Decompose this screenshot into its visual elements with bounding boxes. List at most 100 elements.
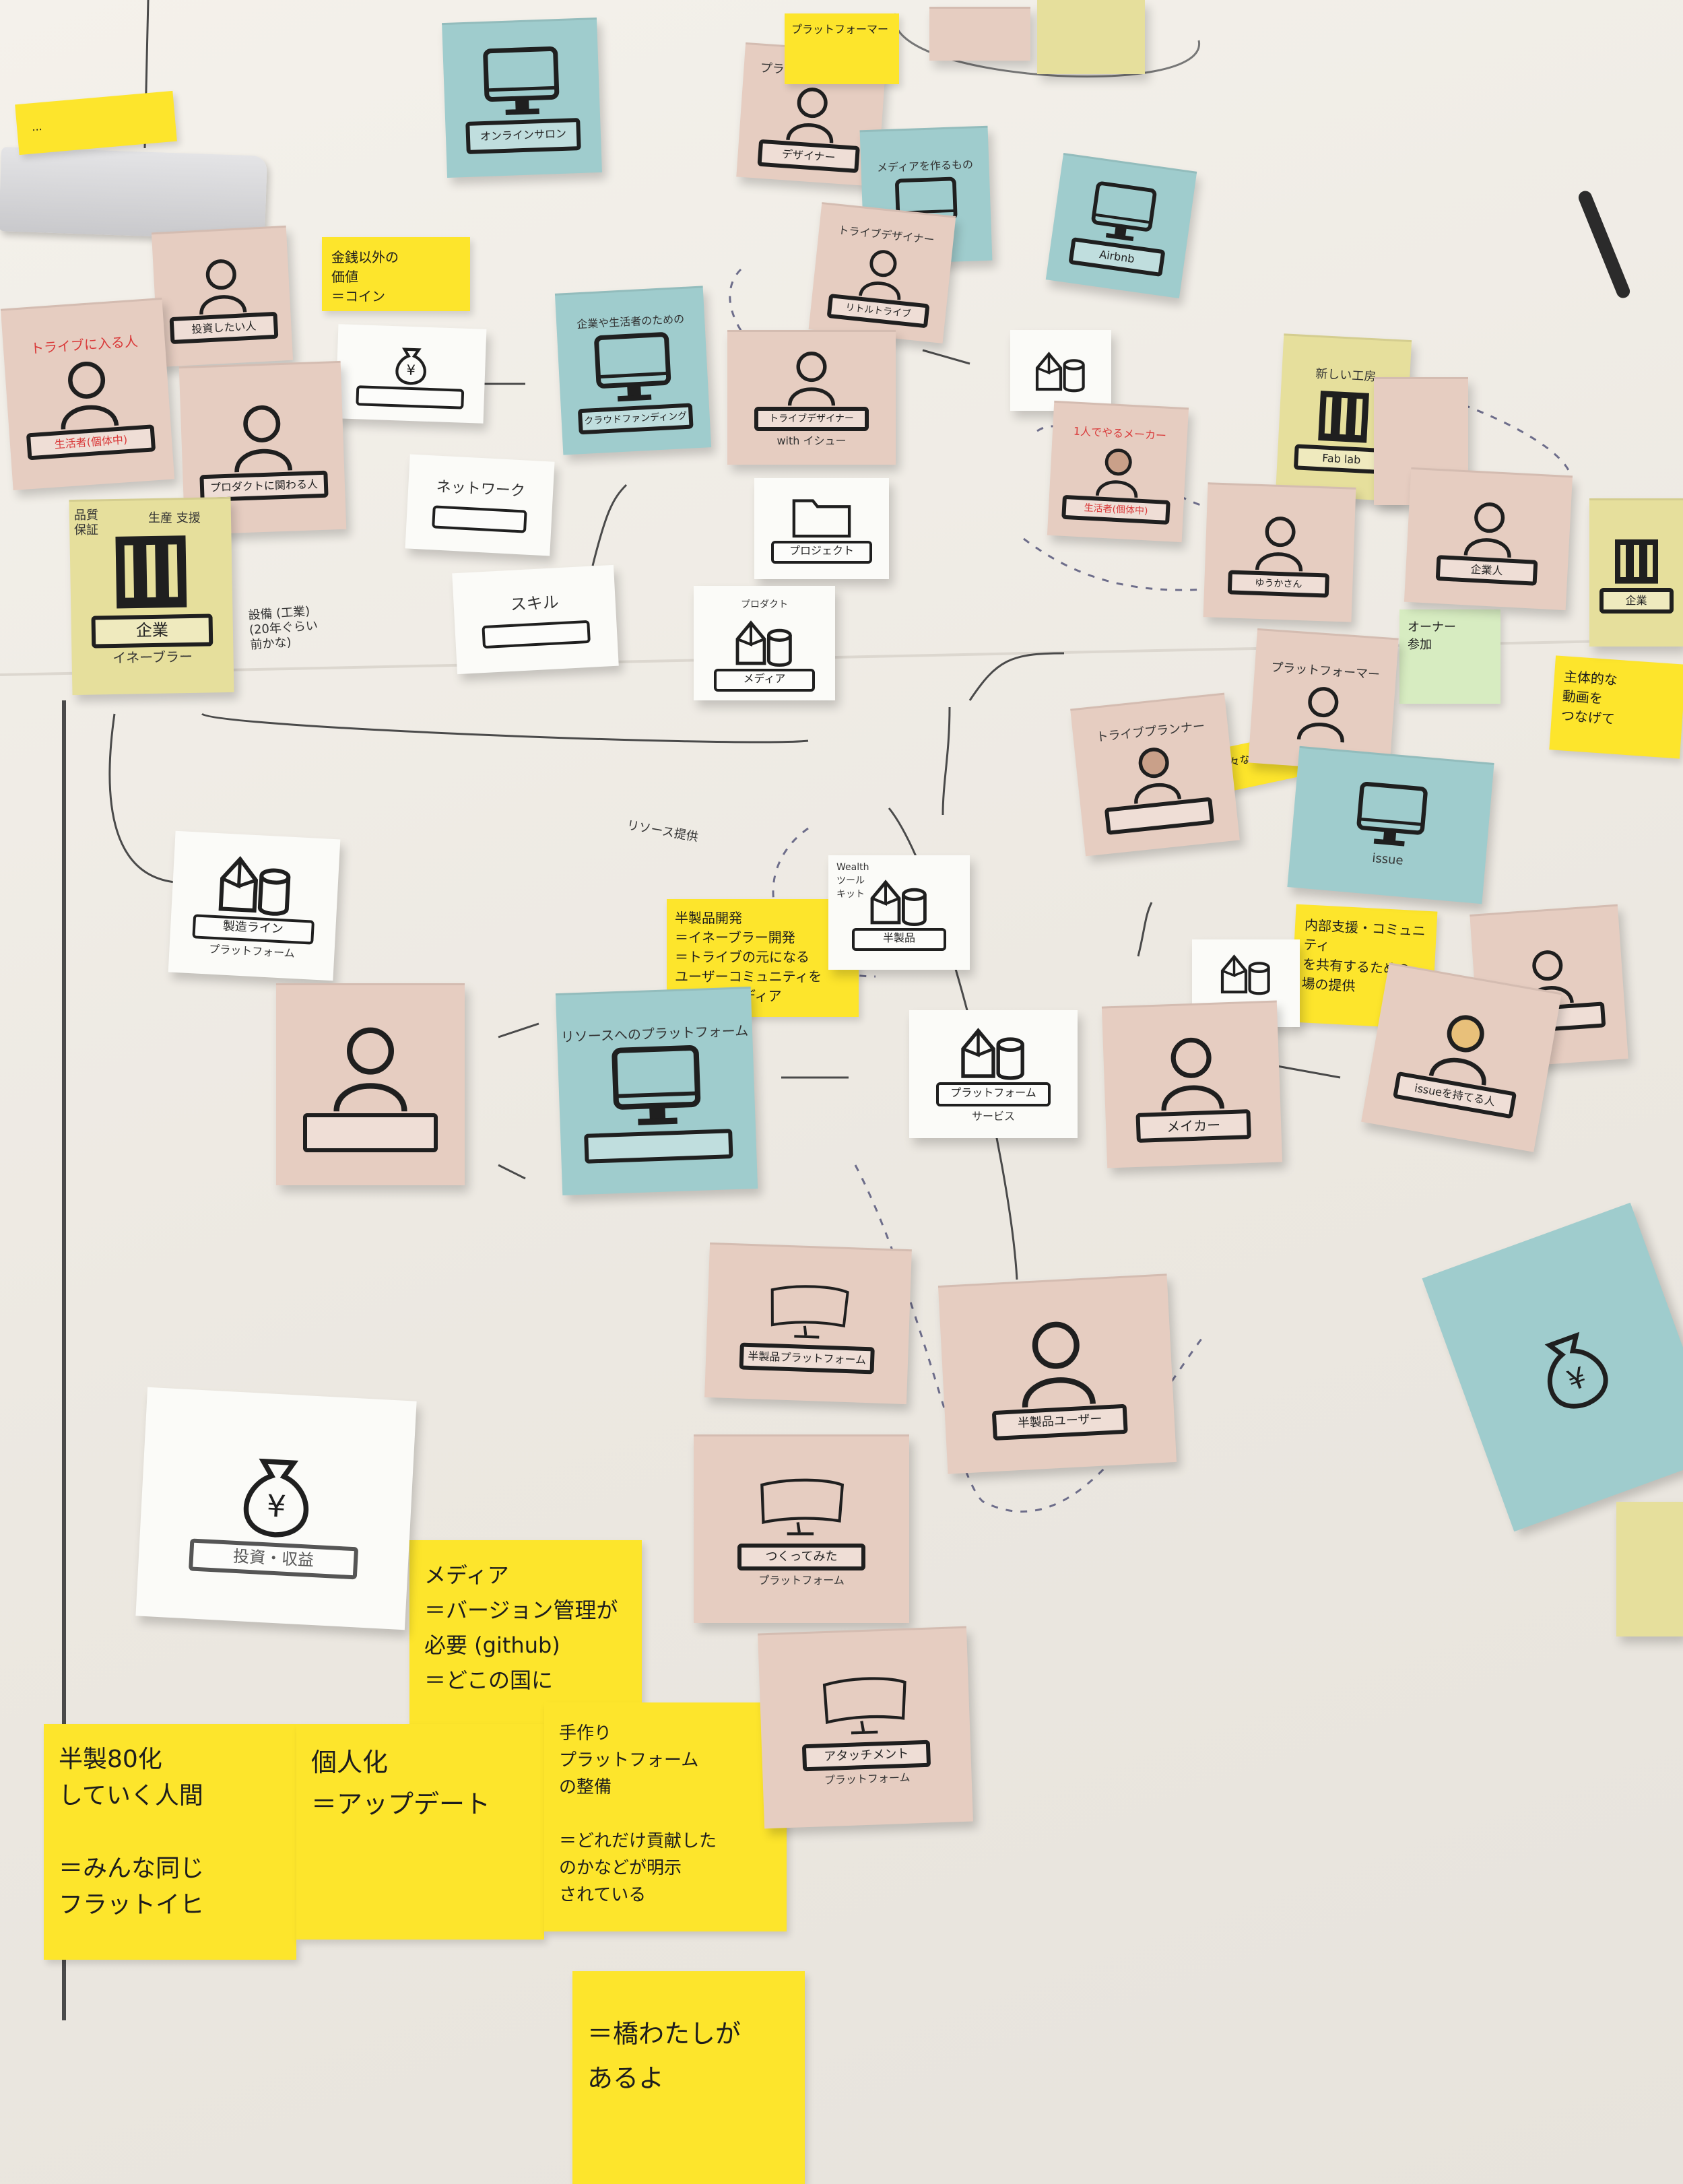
card-label: メディア (714, 669, 815, 692)
sticky-personalize: 個人化 ＝アップデート (296, 1724, 544, 1940)
products-icon (961, 1028, 1024, 1080)
card-maker: メイカー (1101, 1000, 1283, 1168)
mid-arrow (201, 713, 809, 743)
card-label (356, 385, 465, 409)
products-icon (735, 620, 792, 667)
card-label: issue (1371, 851, 1404, 868)
person-icon (786, 87, 834, 143)
sticky-halfmade80: 半製80化 していく人間 ＝みんな同じ フラットイヒ (44, 1724, 296, 1960)
dashed-loop-3 (1023, 537, 1280, 591)
sticky-right-edge: 主体的な 動画を つなげて (1549, 655, 1683, 759)
card-label: プロジェクト (771, 541, 872, 564)
card-resource-platform: リソースへのプラットフォーム (555, 987, 758, 1195)
card-issue-holder: issueを持てる人 (1361, 962, 1562, 1152)
monitor-icon (594, 331, 671, 401)
svg-text:¥: ¥ (1562, 1360, 1591, 1397)
products-icon (1220, 954, 1270, 995)
card-label: 企業 (91, 613, 213, 649)
card-production-line: 製造ライン プラットフォーム (168, 830, 341, 981)
card-airbnb: Airbnb (1045, 153, 1197, 298)
person-icon (61, 361, 119, 430)
money-bag-icon: ¥ (395, 348, 426, 385)
card-issue: issue (1287, 746, 1494, 904)
monitor-icon (1356, 781, 1428, 847)
products-icon (1035, 352, 1085, 393)
note-production: 生産 支援 (148, 511, 201, 525)
svg-text:¥: ¥ (406, 362, 416, 378)
person-icon (1428, 1014, 1486, 1086)
person-icon (234, 405, 293, 472)
card-fablab: 新しい工房 Fab lab (1275, 333, 1412, 502)
arrow-a (498, 1022, 539, 1038)
building-icon (115, 535, 187, 609)
card-caption: 1人でやるメーカー (1073, 424, 1167, 442)
person-icon (333, 1027, 407, 1112)
card-attachment: アタッチメント プラットフォーム (758, 1626, 973, 1829)
card-caption: スキル (510, 593, 560, 614)
card-caption: with イシュー (777, 434, 847, 447)
note-quality: 品質 保証 (74, 508, 98, 537)
sticky-bridge: ＝橋わたしが あるよ (572, 1971, 805, 2184)
sketch-screen-icon (822, 1676, 906, 1734)
card-company-left: 企業 イネーブラー (69, 496, 234, 696)
card-crowdfunding: 企業や生活者のための クラウドファンディング (554, 286, 712, 455)
card-tribe-designer: トライブデザイナー with イシュー (727, 330, 896, 465)
card-company-person: 企業人 (1404, 467, 1573, 611)
person-icon (1095, 448, 1138, 498)
card-little-tribe: トライブデザイナー リトルトライブ (808, 202, 956, 343)
card-label: 生活者(個体中) (26, 424, 156, 460)
card-caption: 新しい工房 (1315, 366, 1377, 384)
card-caption: プラットフォーム (758, 1573, 845, 1587)
sticky-handmade: 手作り プラットフォーム の整備 ＝どれだけ貢献した のかなどが明示 されている (544, 1702, 787, 1931)
sticky-green: オーナー 参加 (1399, 609, 1500, 704)
card-investment: ¥ 投資・収益 (135, 1387, 417, 1630)
person-icon (859, 249, 901, 300)
card-caption: ネットワーク (436, 478, 526, 500)
card-label: 生活者(個体中) (1061, 494, 1170, 525)
card-label: 企業人 (1435, 554, 1538, 586)
sticky-top-center: プラットフォーマー (785, 13, 899, 84)
card-label: 投資・収益 (188, 1538, 359, 1580)
sketch-screen-icon (760, 1478, 845, 1535)
arrow-g (591, 484, 628, 566)
card-caption: プロダクト (741, 599, 788, 610)
products-icon (218, 856, 290, 916)
card-caption: プラットフォーム (824, 1771, 911, 1787)
folder-icon (792, 499, 851, 538)
card-label: 半製品プラットフォーム (739, 1342, 875, 1374)
card-company-right: 企業 (1589, 498, 1683, 647)
arrow-j (968, 652, 1065, 701)
card-product-person: プロダクトに関わる人 (178, 360, 347, 535)
money-bag-icon: ¥ (1544, 1331, 1608, 1409)
person-icon (1022, 1321, 1096, 1408)
person-icon (199, 259, 247, 315)
top-loop (894, 13, 1200, 78)
person-icon (1255, 516, 1303, 572)
card-label: メイカー (1135, 1108, 1251, 1143)
card-khaki-partial (1616, 1502, 1683, 1636)
card-try-platform: つくってみた プラットフォーム (694, 1434, 909, 1623)
card-caption: サービス (971, 1110, 1015, 1123)
card-label: プラットフォーム (936, 1082, 1051, 1106)
card-stack-right: ¥ (1422, 1202, 1683, 1532)
card-label: 半製品 (852, 928, 946, 951)
card-solo-maker: 1人でやるメーカー 生活者(個体中) (1047, 400, 1189, 543)
card-label: リトルトライブ (826, 293, 930, 328)
card-caption: プラットフォーム (208, 942, 296, 960)
money-bag-icon: ¥ (243, 1458, 309, 1537)
card-top-partial (929, 7, 1030, 61)
card-label: 投資したい人 (169, 311, 279, 344)
sticky-text: 個人化 ＝アップデート (311, 1748, 491, 1819)
sticky-text: オーナー 参加 (1408, 620, 1456, 652)
card-tribe-planner: トライブプランナー (1070, 692, 1240, 857)
arrow-h (1137, 902, 1153, 957)
sticky-text: ＝橋わたしが あるよ (587, 2019, 741, 2093)
card-label: デザイナー (757, 139, 860, 173)
card-online-salon: オンラインサロン (442, 18, 602, 178)
skill-icon (482, 620, 591, 649)
monitor-icon (483, 46, 560, 115)
card-label: トライブデザイナー (754, 406, 869, 431)
card-skill: スキル (452, 564, 619, 675)
card-label (584, 1128, 733, 1164)
person-icon (1296, 686, 1344, 742)
